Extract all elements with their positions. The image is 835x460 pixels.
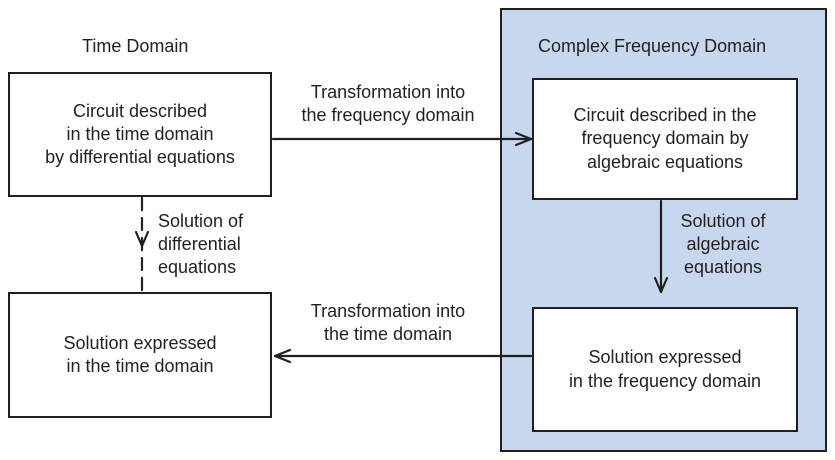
arrow-to-time-domain <box>273 348 533 364</box>
label-line: Transformation into <box>310 301 466 321</box>
box-line: Circuit described <box>72 100 208 121</box>
label-line: Solution of <box>158 211 244 231</box>
time-domain-heading: Time Domain <box>82 36 189 56</box>
box-line: in the frequency domain <box>568 370 762 391</box>
label-line: algebraic <box>686 234 760 255</box>
circuit-time-domain-box: Circuit described in the time domain by … <box>8 72 272 197</box>
arrow-to-frequency-domain <box>271 131 533 147</box>
box-line: by differential equations <box>45 147 235 168</box>
solution-differential-label: Solution of differential equations <box>158 210 243 279</box>
transformation-to-time-label: Transformation into the time domain <box>288 300 488 346</box>
circuit-frequency-domain-box: Circuit described in the frequency domai… <box>532 78 798 200</box>
box-line: in the time domain <box>66 356 214 376</box>
dashed-arrow-differential-solution <box>134 196 150 293</box>
solution-frequency-domain-box: Solution expressed in the frequency doma… <box>532 307 798 432</box>
label-line: Transformation into <box>310 82 466 102</box>
arrow-frequency-solution <box>653 199 669 294</box>
box-line: Solution expressed <box>588 347 742 368</box>
box-line: algebraic equations <box>586 151 744 172</box>
label-line: equations <box>683 257 763 278</box>
label-line: differential <box>158 234 241 255</box>
label-line: the time domain <box>323 324 453 345</box>
label-line: the frequency domain <box>301 105 475 126</box>
box-line: in the time domain <box>66 123 214 144</box>
transformation-to-frequency-label: Transformation into the frequency domain <box>288 81 488 127</box>
box-line: Solution expressed <box>63 332 217 353</box>
frequency-domain-heading: Complex Frequency Domain <box>538 36 767 56</box>
label-line: Solution of <box>680 211 766 231</box>
solution-time-domain-box: Solution expressed in the time domain <box>8 292 272 418</box>
label-line: equations <box>158 257 237 278</box>
box-line: Circuit described in the <box>573 105 757 126</box>
solution-algebraic-label: Solution of algebraic equations <box>668 210 778 279</box>
box-line: frequency domain by <box>581 128 749 149</box>
